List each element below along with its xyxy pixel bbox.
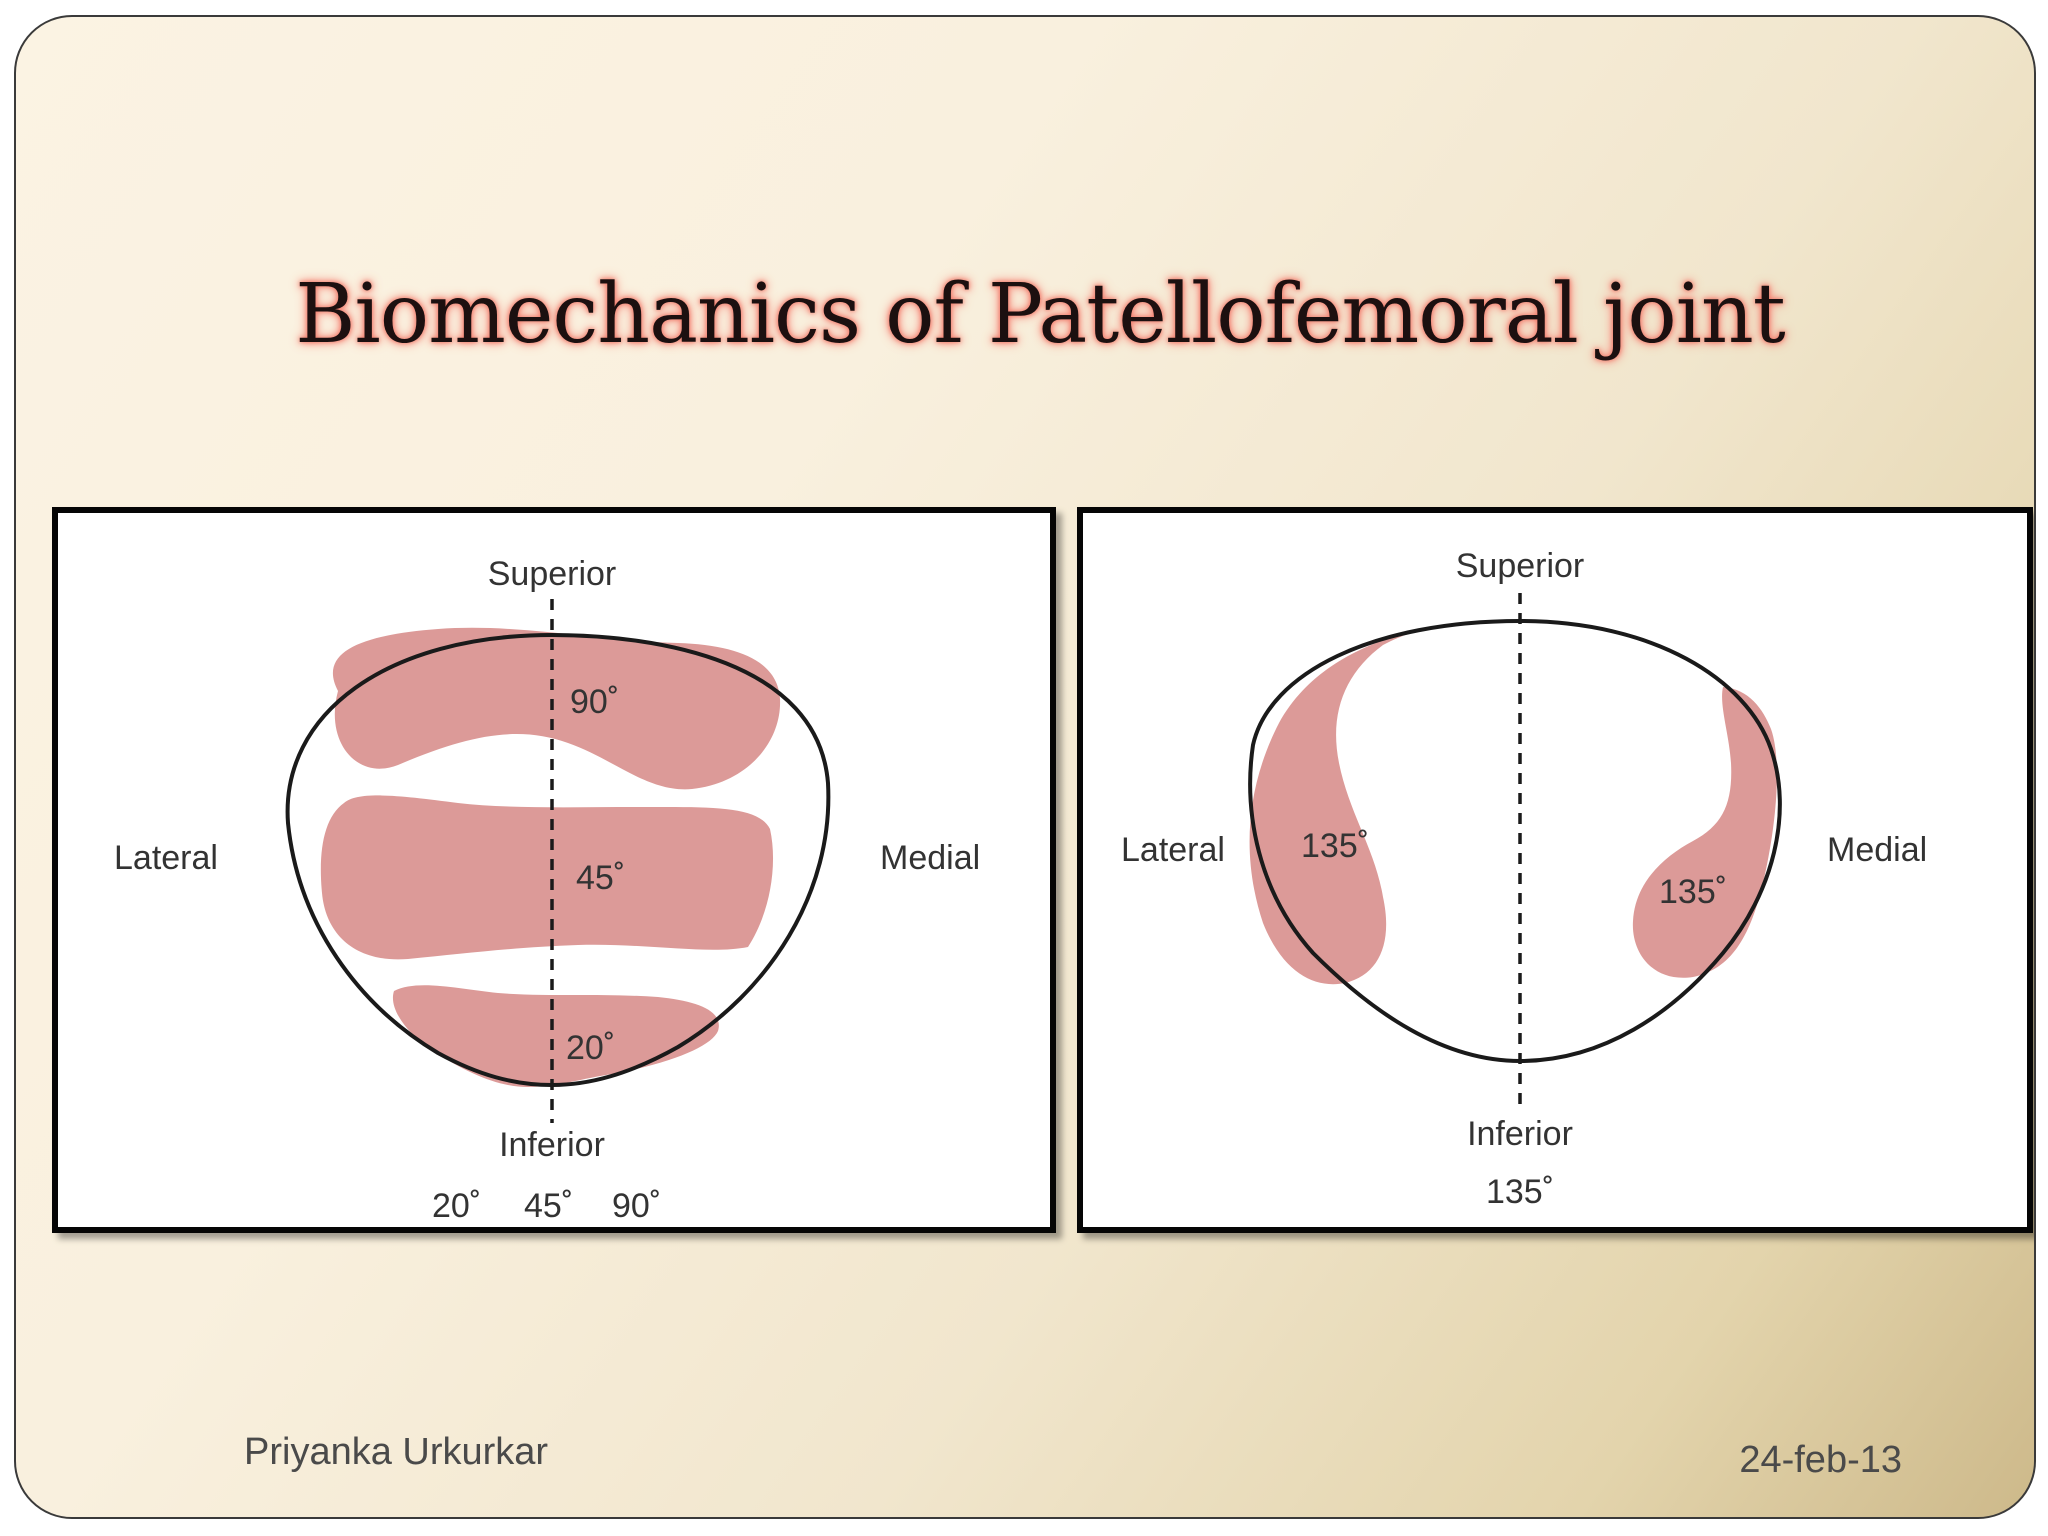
contact-zone-135-lateral: [1249, 623, 1477, 985]
contact-zone-45: [320, 795, 774, 960]
footer-author: Priyanka Urkurkar: [244, 1431, 549, 1473]
zone-label-45: 45˚: [576, 859, 625, 897]
caption-45: 45˚: [524, 1187, 573, 1225]
label-medial: Medial: [880, 839, 980, 877]
slide: Biomechanics of Patellofemoral joint Sup…: [14, 15, 2036, 1519]
zone-label-135-lateral: 135˚: [1301, 827, 1369, 865]
contact-zone-20: [392, 985, 719, 1087]
label-superior: Superior: [488, 555, 617, 593]
patella-contact-diagram-left: Superior Inferior Lateral Medial 90˚ 45˚…: [114, 555, 980, 1225]
footer-date: 24-feb-13: [1739, 1439, 1902, 1481]
label-inferior: Inferior: [499, 1126, 605, 1164]
zone-label-135-medial: 135˚: [1659, 873, 1727, 911]
zone-label-90: 90˚: [570, 683, 619, 721]
slide-title: Biomechanics of Patellofemoral joint: [295, 267, 1786, 362]
label-medial: Medial: [1827, 831, 1927, 869]
label-inferior: Inferior: [1467, 1115, 1573, 1153]
caption-135: 135˚: [1486, 1173, 1554, 1211]
patella-contact-diagram-right: Superior Inferior Lateral Medial 135˚ 13…: [1121, 547, 1927, 1211]
contact-zone-135-medial: [1632, 687, 1777, 978]
diagram-flexion-135: Superior Inferior Lateral Medial 135˚ 13…: [1077, 507, 2033, 1233]
caption-90: 90˚: [612, 1187, 661, 1225]
label-lateral: Lateral: [1121, 831, 1225, 869]
caption-20: 20˚: [432, 1187, 481, 1225]
diagram-flexion-20-45-90: Superior Inferior Lateral Medial 90˚ 45˚…: [52, 507, 1056, 1233]
zone-label-20: 20˚: [566, 1029, 615, 1067]
label-superior: Superior: [1456, 547, 1585, 585]
contact-zone-90: [332, 627, 781, 790]
label-lateral: Lateral: [114, 839, 218, 877]
